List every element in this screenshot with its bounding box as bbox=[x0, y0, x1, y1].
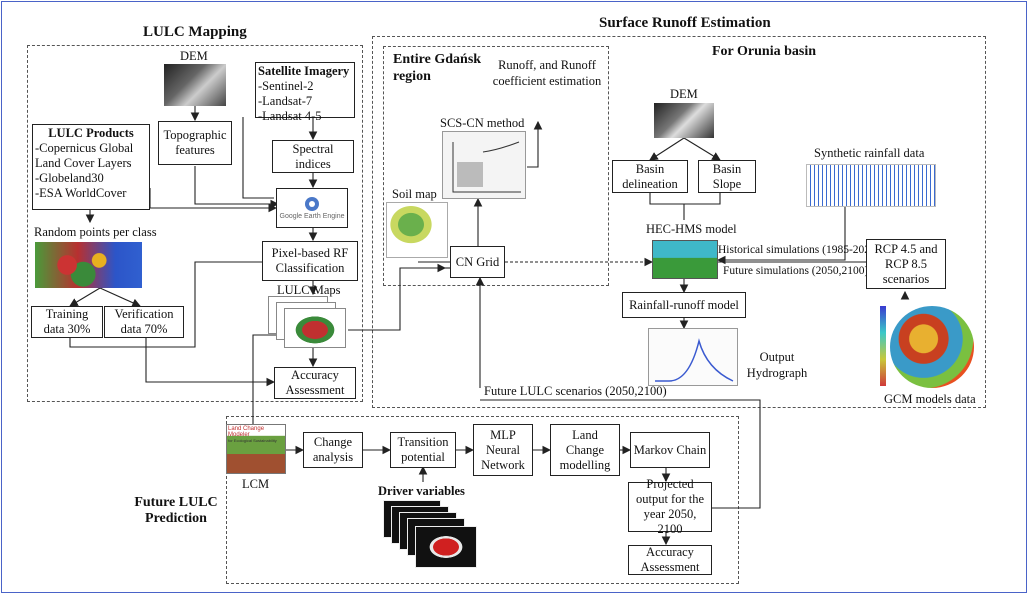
future-lulc-title: Future LULC Prediction bbox=[134, 495, 218, 526]
lcm-logo-subtitle: for Ecological Sustainability bbox=[228, 438, 277, 443]
gcm-models-label: GCM models data bbox=[884, 392, 976, 406]
synthetic-rainfall-label: Synthetic rainfall data bbox=[814, 146, 925, 160]
satellite-imagery-title: Satellite Imagery bbox=[258, 64, 350, 78]
lcm-logo-title: Land Change Modeler bbox=[228, 426, 265, 438]
satellite-imagery-box: Satellite Imagery -Sentinel-2 -Landsat-7… bbox=[255, 62, 355, 123]
gdansk-region-panel bbox=[383, 46, 609, 286]
soil-map-thumbnail bbox=[386, 202, 448, 258]
future-lulc-panel bbox=[226, 416, 739, 584]
dem-label: DEM bbox=[180, 49, 208, 63]
basin-slope-box: Basin Slope bbox=[698, 160, 756, 193]
gcm-globe-icon bbox=[890, 306, 974, 388]
lulc-products-list: -Copernicus Global Land Cover Layers -Gl… bbox=[35, 141, 134, 200]
future-simulations-label: Future simulations (2050,2100) bbox=[723, 265, 869, 277]
scs-cn-label: SCS-CN method bbox=[440, 116, 525, 130]
lulc-maps-label: LULC Maps bbox=[277, 283, 341, 297]
gdansk-region-title: Entire Gdańsk region bbox=[393, 52, 482, 84]
surface-runoff-panel bbox=[372, 36, 986, 408]
google-earth-engine-icon: Google Earth Engine bbox=[276, 188, 348, 228]
driver-variables-stack-icon bbox=[383, 500, 481, 572]
rcp-scenarios-box: RCP 4.5 and RCP 8.5 scenarios bbox=[866, 239, 946, 289]
lulc-mapping-title: LULC Mapping bbox=[143, 24, 247, 40]
orunia-basin-title: For Orunia basin bbox=[712, 44, 816, 59]
gcm-color-legend bbox=[880, 306, 886, 386]
surface-runoff-title: Surface Runoff Estimation bbox=[599, 15, 771, 31]
driver-variables-label: Driver variables bbox=[378, 484, 465, 498]
future-accuracy-assessment-box: Accuracy Assessment bbox=[628, 545, 712, 575]
soil-map-label: Soil map bbox=[392, 187, 437, 201]
runoff-estimation-label: Runoff, and Runoff coefficient estimatio… bbox=[492, 58, 602, 88]
output-hydrograph-label: Output Hydrograph bbox=[746, 350, 808, 380]
rainfall-chart-icon bbox=[806, 164, 936, 207]
training-data-box: Training data 30% bbox=[31, 306, 103, 338]
lcm-label: LCM bbox=[242, 477, 270, 491]
mlp-neural-network-box: MLP Neural Network bbox=[473, 424, 533, 476]
lulc-map-thumbnail bbox=[268, 296, 348, 348]
transition-potential-box: Transition potential bbox=[390, 432, 456, 468]
hydrograph-chart-icon bbox=[648, 328, 738, 386]
change-analysis-box: Change analysis bbox=[303, 432, 363, 468]
gee-gear-icon bbox=[305, 196, 319, 211]
basin-delineation-box: Basin delineation bbox=[612, 160, 688, 193]
hec-hms-label: HEC-HMS model bbox=[646, 222, 737, 236]
pixel-rf-classification-box: Pixel-based RF Classification bbox=[262, 241, 358, 281]
land-change-modelling-box: Land Change modelling bbox=[550, 424, 620, 476]
cn-grid-box: CN Grid bbox=[450, 246, 505, 278]
dem-image-icon bbox=[164, 64, 226, 106]
orunia-dem-image-icon bbox=[654, 103, 714, 138]
random-points-map bbox=[35, 242, 142, 288]
accuracy-assessment-box: Accuracy Assessment bbox=[274, 367, 356, 399]
future-lulc-scenarios-label: Future LULC scenarios (2050,2100) bbox=[484, 384, 667, 398]
markov-chain-box: Markov Chain bbox=[630, 432, 710, 468]
lcm-logo-icon: Land Change Modeler for Ecological Susta… bbox=[226, 424, 286, 474]
gee-logo-text: Google Earth Engine bbox=[279, 212, 345, 220]
orunia-dem-label: DEM bbox=[670, 87, 698, 101]
rainfall-runoff-model-box: Rainfall-runoff model bbox=[622, 292, 746, 318]
spectral-indices-box: Spectral indices bbox=[272, 140, 354, 173]
topographic-features-box: Topographic features bbox=[158, 121, 232, 165]
satellite-imagery-list: -Sentinel-2 -Landsat-7 -Landsat 4-5 bbox=[258, 79, 322, 123]
hec-hms-icon bbox=[652, 240, 718, 279]
verification-data-box: Verification data 70% bbox=[104, 306, 184, 338]
projected-output-box: Projected output for the year 2050, 2100 bbox=[628, 477, 712, 536]
lulc-products-title: LULC Products bbox=[48, 126, 134, 140]
lulc-products-box: LULC Products -Copernicus Global Land Co… bbox=[32, 124, 150, 210]
historical-simulations-label: Historical simulations (1985-2022) bbox=[718, 244, 880, 256]
scs-cn-graph-icon bbox=[442, 131, 526, 199]
random-points-label: Random points per class bbox=[34, 225, 157, 239]
lulc-mapping-panel bbox=[27, 45, 363, 402]
